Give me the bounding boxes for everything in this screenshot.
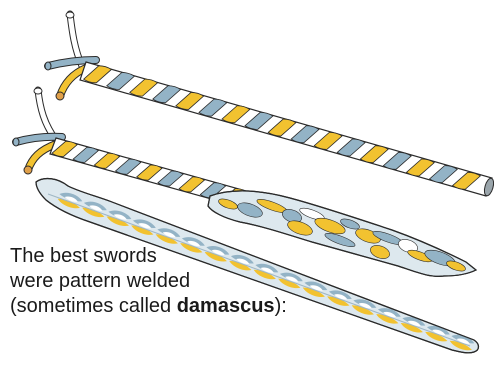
caption-line-3-end: ): <box>275 295 287 317</box>
caption-line-3: (sometimes called damascus): <box>10 294 287 319</box>
caption-line-3-start: (sometimes called <box>10 295 177 317</box>
caption-line-1: The best swords <box>10 244 287 269</box>
caption-text: The best swords were pattern welded (som… <box>10 244 287 319</box>
caption-line-2: were pattern welded <box>10 269 287 294</box>
damascus-term: damascus <box>177 295 275 317</box>
